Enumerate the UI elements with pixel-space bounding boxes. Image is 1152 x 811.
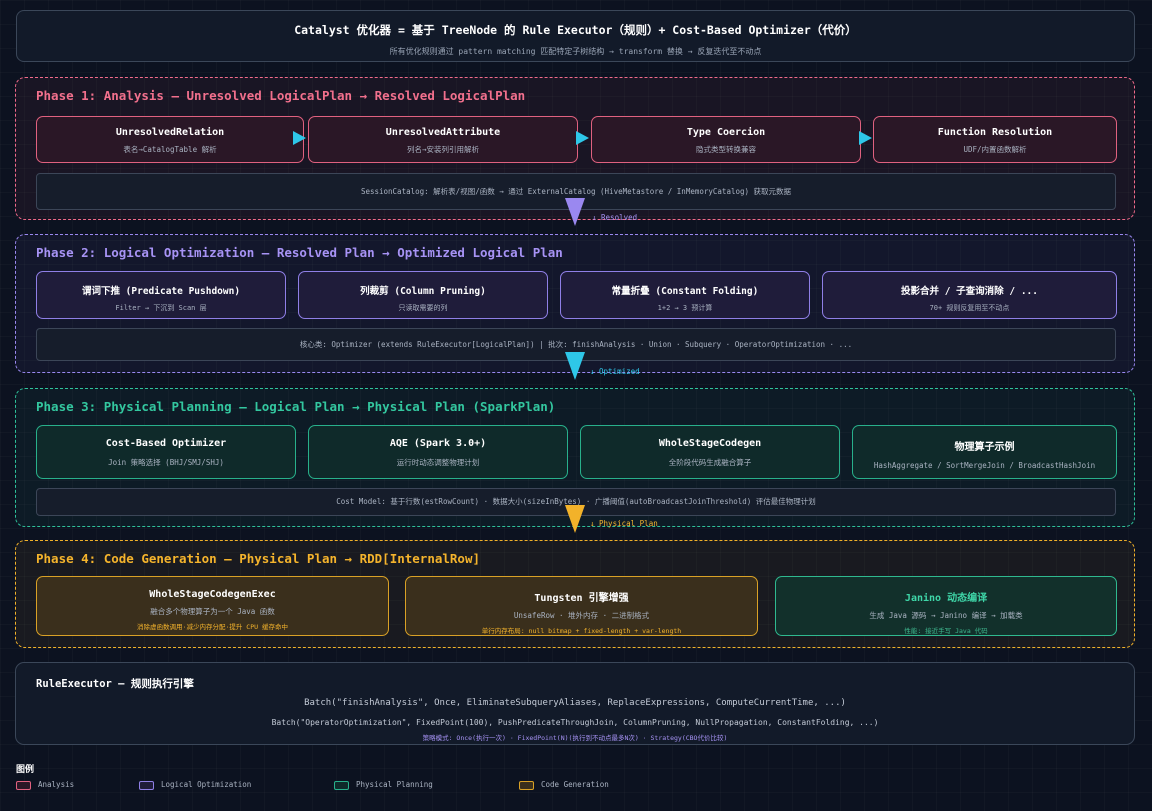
arrow-right-icon xyxy=(576,131,589,145)
box-title: Cost-Based Optimizer xyxy=(105,438,227,449)
box-title: UnresolvedRelation xyxy=(115,127,225,138)
box-title: AQE (Spark 3.0+) xyxy=(389,438,487,449)
legend-label: Code Generation xyxy=(541,780,609,789)
janino-box: Janino 动态编译 生成 Java 源码 → Janino 编译 → 加载类… xyxy=(775,576,1117,636)
legend-swatch xyxy=(16,780,31,790)
legend-item-physical: Physical Planning xyxy=(334,780,433,790)
arrow-right-icon xyxy=(293,131,306,145)
box-title: UnresolvedAttribute xyxy=(385,127,501,138)
phase-codegen-title: Phase 4: Code Generation — Physical Plan… xyxy=(36,551,481,566)
arrow-down-icon xyxy=(565,352,585,380)
legend-label: Analysis xyxy=(38,780,75,789)
box-note: 性能: 接近手写 Java 代码 xyxy=(904,627,988,635)
arrow-down-icon xyxy=(565,505,585,533)
phase-physical-title: Phase 3: Physical Planning — Logical Pla… xyxy=(36,399,556,414)
box-title: Tungsten 引擎增强 xyxy=(534,593,629,604)
rule-executor-panel: RuleExecutor — 规则执行引擎 Batch("finishAnaly… xyxy=(15,662,1135,745)
box-note: 消除虚函数调用·减少内存分配·提升 CPU 缓存命中 xyxy=(137,623,288,631)
physical-plan-label: ↓ Physical Plan xyxy=(590,519,658,528)
type-coercion-box: Type Coercion 隐式类型转换兼容 xyxy=(591,116,861,163)
predicate-pushdown-box: 谓词下推 (Predicate Pushdown) Filter → 下沉到 S… xyxy=(36,271,286,319)
box-subtitle: 只读取需要的列 xyxy=(398,304,448,312)
wholestage-codegen-box: WholeStageCodegen 全阶段代码生成融合算子 xyxy=(580,425,840,479)
constant-folding-box: 常量折叠 (Constant Folding) 1+2 → 3 预计算 xyxy=(560,271,810,319)
box-subtitle: 隐式类型转换兼容 xyxy=(696,145,756,154)
box-subtitle: 表名→CatalogTable 解析 xyxy=(123,145,217,154)
batch-finish-analysis: Batch("finishAnalysis", Once, EliminateS… xyxy=(304,698,846,708)
box-title: WholeStageCodegen xyxy=(658,438,762,449)
rule-executor-title: RuleExecutor — 规则执行引擎 xyxy=(36,678,194,690)
box-title: 投影合并 / 子查询消除 / ... xyxy=(901,286,1038,297)
unresolved-attribute-box: UnresolvedAttribute 列名→安装列引用解析 xyxy=(308,116,578,163)
legend-swatch xyxy=(519,780,534,790)
box-title: 列裁剪 (Column Pruning) xyxy=(360,286,486,297)
phase-physical-planning: Phase 3: Physical Planning — Logical Pla… xyxy=(15,388,1135,527)
phase-code-generation: Phase 4: Code Generation — Physical Plan… xyxy=(15,540,1135,648)
header-subtitle: 所有优化规则通过 pattern matching 匹配特定子树结构 → tra… xyxy=(389,47,762,56)
phase-logical-title: Phase 2: Logical Optimization — Resolved… xyxy=(36,245,563,260)
legend-item-logical: Logical Optimization xyxy=(139,780,251,790)
resolved-label: ↓ Resolved xyxy=(592,213,638,222)
header-title: Catalyst 优化器 = 基于 TreeNode 的 Rule Execut… xyxy=(294,23,857,37)
box-title: Type Coercion xyxy=(686,127,766,138)
header-banner: Catalyst 优化器 = 基于 TreeNode 的 Rule Execut… xyxy=(16,10,1135,62)
phase-analysis-title: Phase 1: Analysis — Unresolved LogicalPl… xyxy=(36,88,526,103)
phase-logical-optimization: Phase 2: Logical Optimization — Resolved… xyxy=(15,234,1135,373)
legend-swatch xyxy=(139,780,154,790)
box-subtitle: UnsafeRow · 堆外内存 · 二进制格式 xyxy=(513,611,650,620)
arrow-right-icon xyxy=(859,131,872,145)
function-resolution-box: Function Resolution UDF/内置函数解析 xyxy=(873,116,1117,163)
box-subtitle: 生成 Java 源码 → Janino 编译 → 加载类 xyxy=(869,611,1023,620)
legend-label: Physical Planning xyxy=(356,780,433,789)
box-subtitle: Join 策略选择 (BHJ/SMJ/SHJ) xyxy=(108,458,224,467)
legend-item-analysis: Analysis xyxy=(16,780,74,790)
optimized-label: ↓ Optimized xyxy=(590,367,640,376)
arrow-down-icon xyxy=(565,198,585,226)
phase-analysis: Phase 1: Analysis — Unresolved LogicalPl… xyxy=(15,77,1135,220)
cost-based-optimizer-box: Cost-Based Optimizer Join 策略选择 (BHJ/SMJ/… xyxy=(36,425,296,479)
projection-merge-box: 投影合并 / 子查询消除 / ... 70+ 规则反复用至不动点 xyxy=(822,271,1117,319)
legend-title: 图例 xyxy=(16,765,35,775)
box-subtitle: 1+2 → 3 预计算 xyxy=(657,304,713,312)
box-subtitle: 全阶段代码生成融合算子 xyxy=(668,458,752,467)
legend-label: Logical Optimization xyxy=(161,780,252,789)
box-subtitle: 融合多个物理算子为一个 Java 函数 xyxy=(150,607,275,616)
box-subtitle: 70+ 规则反复用至不动点 xyxy=(929,304,1010,312)
box-subtitle: UDF/内置函数解析 xyxy=(963,145,1027,154)
box-note: 单行内存布局: null bitmap + fixed-length + var… xyxy=(481,627,682,635)
column-pruning-box: 列裁剪 (Column Pruning) 只读取需要的列 xyxy=(298,271,548,319)
wholestage-codegen-exec-box: WholeStageCodegenExec 融合多个物理算子为一个 Java 函… xyxy=(36,576,389,636)
strategy-note: 策略模式: Once(执行一次) · FixedPoint(N)(执行到不动点最… xyxy=(422,734,728,742)
box-subtitle: HashAggregate / SortMergeJoin / Broadcas… xyxy=(873,461,1096,470)
tungsten-box: Tungsten 引擎增强 UnsafeRow · 堆外内存 · 二进制格式 单… xyxy=(405,576,758,636)
legend-item-codegen: Code Generation xyxy=(519,780,609,790)
physical-operators-box: 物理算子示例 HashAggregate / SortMergeJoin / B… xyxy=(852,425,1117,479)
unresolved-relation-box: UnresolvedRelation 表名→CatalogTable 解析 xyxy=(36,116,304,163)
batch-operator-optimization: Batch("OperatorOptimization", FixedPoint… xyxy=(271,718,879,727)
box-title: 常量折叠 (Constant Folding) xyxy=(611,286,759,297)
legend-swatch xyxy=(334,780,349,790)
box-subtitle: 列名→安装列引用解析 xyxy=(406,145,479,154)
aqe-box: AQE (Spark 3.0+) 运行时动态调整物理计划 xyxy=(308,425,568,479)
box-title: 物理算子示例 xyxy=(954,442,1015,453)
box-title: Janino 动态编译 xyxy=(904,593,988,604)
box-title: Function Resolution xyxy=(937,127,1053,138)
box-subtitle: Filter → 下沉到 Scan 层 xyxy=(115,304,207,312)
box-title: 谓词下推 (Predicate Pushdown) xyxy=(81,286,241,297)
box-title: WholeStageCodegenExec xyxy=(149,589,276,600)
box-subtitle: 运行时动态调整物理计划 xyxy=(396,458,480,467)
